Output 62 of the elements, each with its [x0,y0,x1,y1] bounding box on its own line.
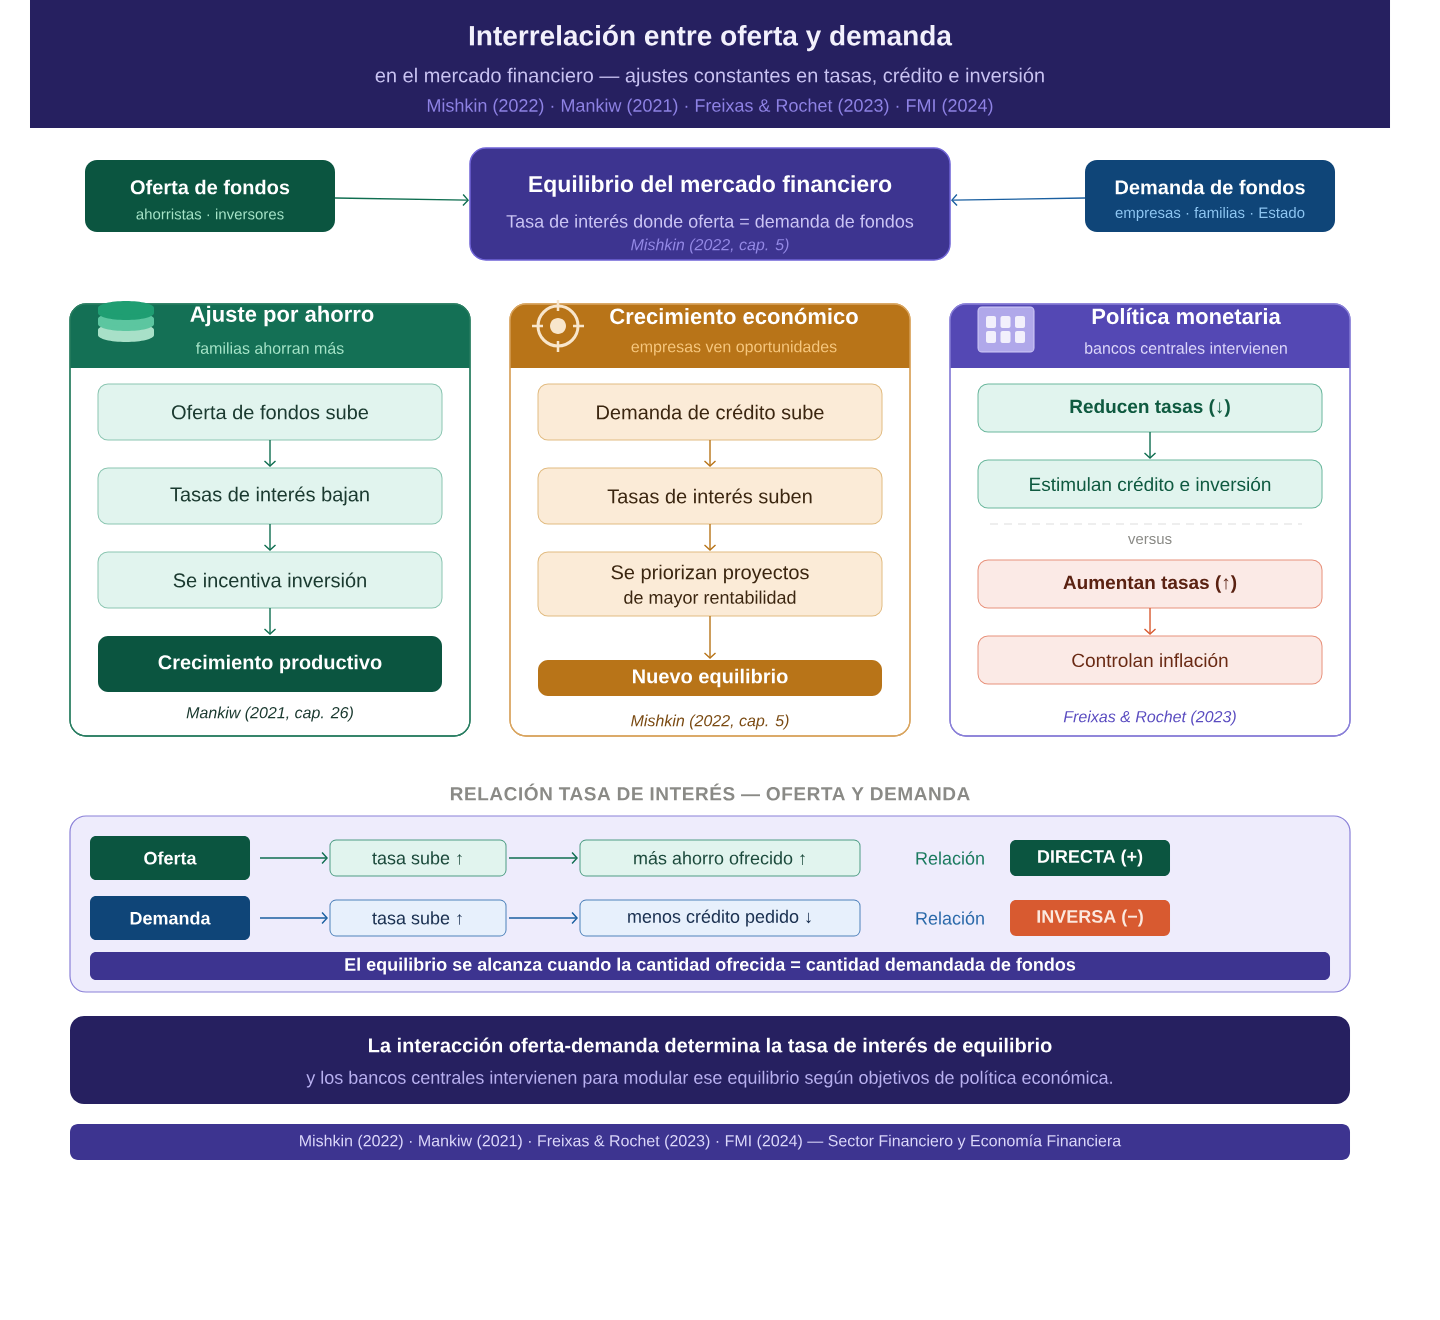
step-box: Oferta de fondos sube [97,383,443,441]
step-box: Aumentan tasas (↑) [977,559,1323,609]
relation-tag: DIRECTA (+) [1010,840,1170,876]
box-title: Equilibrio del mercado financiero [529,175,892,197]
arrow [263,523,277,551]
arrow [259,851,328,865]
arrow [263,439,277,467]
arrow [703,523,717,551]
step-box: Tasas de interés bajan [97,467,443,525]
box-title: Oferta de fondos [130,179,290,195]
relation-tag: INVERSA (−) [1010,900,1170,936]
row-label: Relación [916,851,984,865]
flow-box: tasa sube ↑ [329,899,507,937]
box-subtitle: ahorristas · inversores [136,208,284,220]
arrow [259,911,328,925]
flow-box: menos crédito pedido ↓ [579,899,861,937]
row-chip: Oferta [90,836,250,880]
flow-box: más ahorro ofrecido ↑ [579,839,861,877]
panel-title: Política monetaria [1092,307,1281,325]
arrow [1143,431,1157,459]
arrow [334,193,469,207]
arrow [703,615,717,659]
section-heading: RELACIÓN TASA DE INTERÉS — OFERTA Y DEMANDA [450,783,970,801]
citation: Freixas & Rochet (2023) [1063,710,1236,726]
source-list: Mishkin (2022) · Mankiw (2021) · Freixas & Rochet (2023) · FMI (2024) [427,98,993,116]
result-box: Crecimiento productivo [98,636,442,692]
step-box: Controlan inflación [977,635,1323,685]
step-box: Estimulan crédito e inversión [977,459,1323,509]
summary-band: El equilibrio se alcanza cuando la cantidad ofrecida = cantidad demandada de fondos [90,952,1330,980]
subtitle: en el mercado financiero — ajustes constantes en tasas, crédito e inversión [375,67,1044,87]
step-box: Demanda de crédito sube [537,383,883,441]
step-box: Reducen tasas (↓) [977,383,1323,433]
flow-box: tasa sube ↑ [329,839,507,877]
panel-title: Ajuste por ahorro [190,305,374,327]
citation: Mishkin (2022, cap. 5) [631,714,789,730]
arrow [951,193,1086,207]
divider-label: versus [1127,535,1172,545]
result-box: Nuevo equilibrio [538,660,882,696]
arrow [703,439,717,467]
footer-band: Mishkin (2022) · Mankiw (2021) · Freixas & Rochet (2023) · FMI (2024) — Sector Financiero y Economía Financiera [70,1124,1350,1160]
arrow [1143,607,1157,635]
row-chip: Demanda [90,896,250,940]
box-subtitle: Tasa de interés donde oferta = demanda de fondos [506,214,914,228]
panel-title: Crecimiento económico [610,307,858,325]
row-label: Relación [916,911,984,925]
citation: Mishkin (2022, cap. 5) [631,238,789,254]
step-box: Se incentiva inversión [97,551,443,609]
panel-subtitle: empresas ven oportunidades [631,340,837,356]
title: Interrelación entre oferta y demanda [469,24,953,52]
panel-subtitle: familias ahorran más [195,342,344,354]
arrow [508,911,578,925]
panel-subtitle: bancos centrales intervienen [1085,342,1287,354]
arrow [263,607,277,635]
box-subtitle: y los bancos centrales intervienen para modular ese equilibrio según objetivos de política económica. [306,1070,1112,1088]
step-box: Tasas de interés suben [537,467,883,525]
box-subtitle: empresas · familias · Estado [1115,207,1305,221]
arrow [508,851,578,865]
box-label: de mayor rentabilidad [624,590,796,608]
box-title: Demanda de fondos [1115,179,1305,195]
box-label: Se priorizan proyectos [611,564,809,584]
citation: Mankiw (2021, cap. 26) [186,706,353,722]
box-title: La interacción oferta-demanda determina la tasa de interés de equilibrio [369,1037,1052,1057]
